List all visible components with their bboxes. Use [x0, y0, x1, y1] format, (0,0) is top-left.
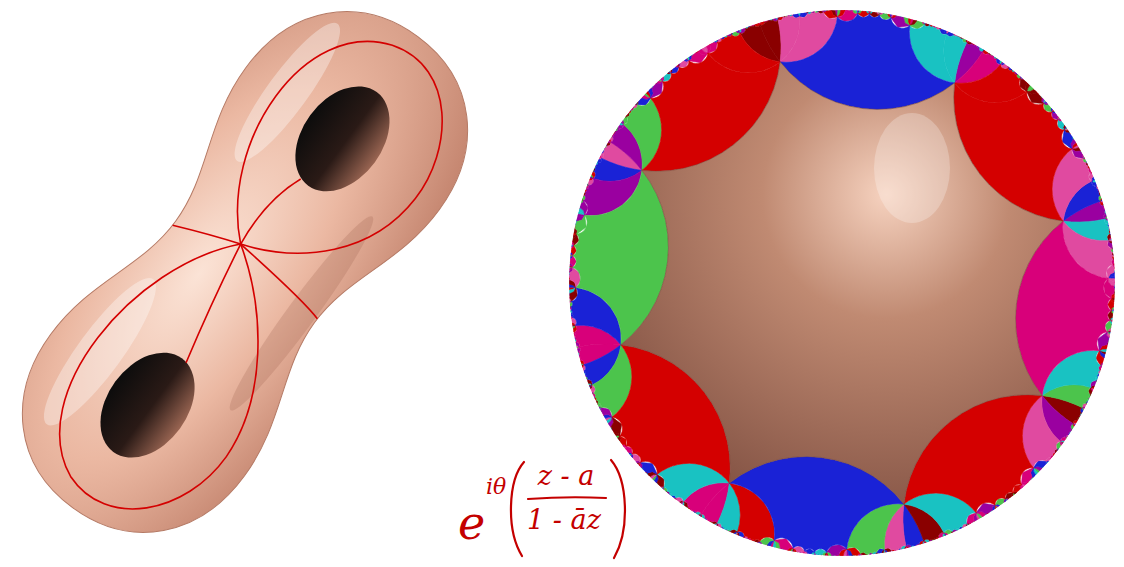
cut-curve — [232, 244, 326, 319]
right-parenthesis — [611, 460, 625, 558]
cut-curve — [193, 5, 482, 312]
cut-curve — [165, 244, 262, 363]
hyperbolic-tile — [621, 62, 1063, 504]
formula-text: 1 - āz — [516, 506, 612, 533]
cut-curve — [239, 172, 300, 250]
cut-curve — [173, 205, 241, 264]
torus-surface — [0, 0, 514, 567]
formula-strokes — [511, 460, 625, 558]
double-torus — [0, 0, 514, 567]
formula-text: e — [458, 500, 485, 546]
surface-highlight — [874, 113, 950, 223]
formula-text: z - a — [522, 462, 610, 489]
formula-text: iθ — [486, 476, 506, 498]
cut-curves — [15, 1, 483, 548]
cut-curve — [19, 209, 332, 548]
fraction-bar — [528, 497, 606, 499]
left-parenthesis — [511, 462, 524, 556]
poincare-disk — [569, 10, 1115, 556]
torus-hole — [276, 68, 409, 209]
torus-hole — [81, 335, 214, 476]
